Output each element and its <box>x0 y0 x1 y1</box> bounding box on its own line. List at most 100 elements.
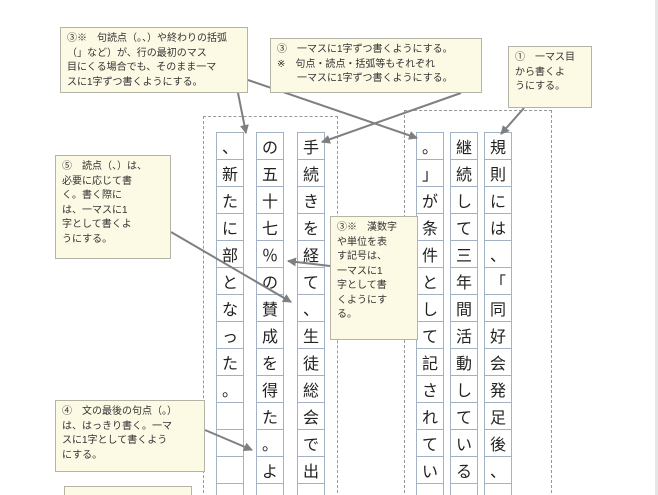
grid-cell: 同 <box>484 294 512 322</box>
page-edge <box>655 0 658 495</box>
grid-cell-empty <box>216 456 244 484</box>
grid-cell: よ <box>256 456 284 484</box>
grid-cell: 件 <box>416 240 444 268</box>
grid-cell: 会 <box>297 402 325 430</box>
grid-cell-empty <box>297 483 325 495</box>
grid-cell: を <box>256 348 284 376</box>
grid-cell: 出 <box>297 456 325 484</box>
grid-cell: て <box>450 402 478 430</box>
grid-cell: 発 <box>484 375 512 403</box>
grid-cell: 得 <box>256 375 284 403</box>
grid-cell: て <box>450 213 478 241</box>
grid-cell: 徒 <box>297 348 325 376</box>
grid-cell: 五 <box>256 159 284 187</box>
grid-cell-empty <box>216 429 244 457</box>
grid-cell: て <box>297 267 325 295</box>
grid-cell: し <box>450 375 478 403</box>
grid-cell: を <box>297 213 325 241</box>
grid-cell: 記 <box>416 348 444 376</box>
grid-cell: っ <box>216 321 244 349</box>
grid-cell: 則 <box>484 159 512 187</box>
grid-cell-empty <box>484 483 512 495</box>
grid-cell: れ <box>416 402 444 430</box>
grid-cell: さ <box>416 375 444 403</box>
grid-cell: 十 <box>256 186 284 214</box>
grid-cell: 活 <box>450 321 478 349</box>
grid-cell: 部 <box>216 240 244 268</box>
grid-cell: た <box>256 402 284 430</box>
text-column-right-1: 規則には、「同好会発足後、 <box>484 132 512 495</box>
grid-cell: 経 <box>297 240 325 268</box>
grid-cell: 足 <box>484 402 512 430</box>
grid-cell: 手 <box>297 132 325 160</box>
grid-cell: き <box>297 186 325 214</box>
grid-cell: 、 <box>484 456 512 484</box>
grid-cell: て <box>416 321 444 349</box>
callout-rule3-one-char-per-square: ③ 一マスに1字ずつ書くようにする。 ※ 句点・読点・括弧等もそれぞれ 一マスに… <box>270 38 482 93</box>
callout-text: ③※ 句読点（。、）や終わりの括弧 （」など）が、行の最初のマス 目にくる場合で… <box>67 33 227 88</box>
grid-cell-empty <box>450 483 478 495</box>
grid-cell: 」 <box>416 159 444 187</box>
grid-cell-empty <box>216 483 244 495</box>
grid-cell-empty <box>256 483 284 495</box>
grid-cell: 総 <box>297 375 325 403</box>
grid-cell: の <box>256 132 284 160</box>
grid-cell: 。 <box>416 132 444 160</box>
callout-text: ④ 文の最後の句点（。） は、はっきり書く。一マ スに1字として書くよう にする… <box>62 406 177 461</box>
grid-cell: 賛 <box>256 294 284 322</box>
grid-cell: 年 <box>450 267 478 295</box>
grid-cell: 、 <box>216 132 244 160</box>
grid-cell: 。 <box>216 375 244 403</box>
grid-cell: 続 <box>450 159 478 187</box>
grid-cell: 、 <box>484 240 512 268</box>
grid-cell: 成 <box>256 321 284 349</box>
grid-cell: 。 <box>256 429 284 457</box>
grid-cell: し <box>450 186 478 214</box>
grid-cell: 条 <box>416 213 444 241</box>
grid-cell: い <box>450 429 478 457</box>
grid-cell: ％ <box>256 240 284 268</box>
grid-cell: 三 <box>450 240 478 268</box>
grid-cell: 七 <box>256 213 284 241</box>
grid-cell: た <box>216 348 244 376</box>
text-column-left-1: 手続きを経て、生徒総会で出 <box>297 132 325 495</box>
grid-cell: し <box>416 294 444 322</box>
grid-cell: 動 <box>450 348 478 376</box>
grid-cell: で <box>297 429 325 457</box>
callout-rule3-numerals: ③※ 漢数字 や単位を表 す記号は、 一マスに1 字として書 くようにす る。 <box>330 216 418 340</box>
grid-cell: の <box>256 267 284 295</box>
grid-cell: た <box>216 186 244 214</box>
grid-cell: 規 <box>484 132 512 160</box>
grid-cell: と <box>416 267 444 295</box>
text-column-left-3: 、新たに部となった。 <box>216 132 244 495</box>
grid-cell: に <box>216 213 244 241</box>
grid-cell-empty <box>216 402 244 430</box>
callout-text: ⑤ 読点（、）は、 必要に応じて書 く。書く際に は、一マスに1 字として書くよ… <box>62 161 147 245</box>
grid-cell: 継 <box>450 132 478 160</box>
grid-cell: 続 <box>297 159 325 187</box>
text-column-right-3: 。」が条件として記されてい <box>416 132 444 495</box>
callout-rule3-line-start: ③※ 句読点（。、）や終わりの括弧 （」など）が、行の最初のマス 目にくる場合で… <box>60 27 248 93</box>
grid-cell: 好 <box>484 321 512 349</box>
callout-text: ① 一マス目 から書くよ うにする。 <box>515 52 575 92</box>
grid-cell: な <box>216 294 244 322</box>
grid-cell: 間 <box>450 294 478 322</box>
callout-text: ③※ 漢数字 や単位を表 す記号は、 一マスに1 字として書 くようにす る。 <box>337 222 397 320</box>
grid-cell: る <box>450 456 478 484</box>
grid-cell: が <box>416 186 444 214</box>
grid-cell: 新 <box>216 159 244 187</box>
grid-cell: 会 <box>484 348 512 376</box>
callout-rule1-first-square: ① 一マス目 から書くよ うにする。 <box>508 46 592 108</box>
grid-cell: 「 <box>484 267 512 295</box>
grid-cell: い <box>416 456 444 484</box>
callout-cutoff <box>64 486 192 495</box>
grid-cell: は <box>484 213 512 241</box>
callout-rule4-final-period: ④ 文の最後の句点（。） は、はっきり書く。一マ スに1字として書くよう にする… <box>55 400 205 472</box>
grid-cell-empty <box>416 483 444 495</box>
grid-cell: に <box>484 186 512 214</box>
text-column-right-2: 継続して三年間活動している <box>450 132 478 495</box>
grid-cell: と <box>216 267 244 295</box>
grid-cell: て <box>416 429 444 457</box>
callout-rule5-comma: ⑤ 読点（、）は、 必要に応じて書 く。書く際に は、一マスに1 字として書くよ… <box>55 155 171 259</box>
